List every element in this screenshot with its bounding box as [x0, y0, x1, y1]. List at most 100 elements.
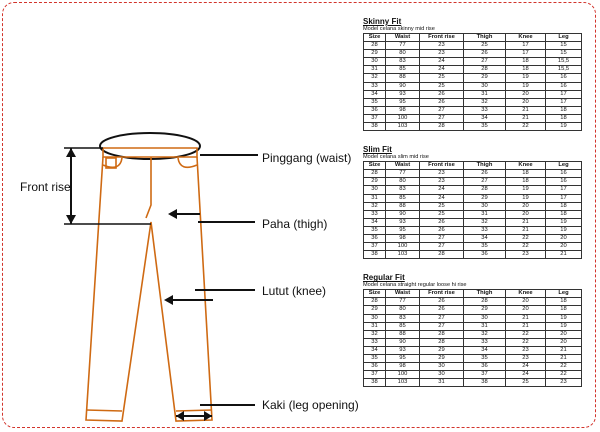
table-cell: 28 [419, 122, 464, 132]
table-cell: 25 [419, 73, 464, 83]
table-cell: 98 [385, 362, 420, 372]
leg-opening-pointer [176, 404, 255, 421]
table-cell: 29 [463, 193, 506, 203]
table-cell: 30 [463, 313, 506, 323]
table-cell: 21 [505, 217, 546, 227]
column-header: Size [363, 32, 386, 43]
section-subtitle: Model celana straight regular loose hi r… [363, 282, 467, 289]
table-cell: 95 [385, 225, 420, 235]
thigh-label: Paha (thigh) [262, 217, 328, 231]
table-cell: 36 [463, 362, 506, 372]
table-cell: 20 [505, 201, 546, 211]
column-header: Waist [385, 32, 420, 43]
table-cell: 17 [505, 49, 546, 59]
table-cell: 22 [505, 122, 546, 132]
table-cell: 35 [463, 242, 506, 252]
table-cell: 20 [505, 97, 546, 107]
column-header: Thigh [463, 289, 506, 299]
table-cell: 37 [363, 370, 386, 380]
section-subtitle: Model celana slim mid rise [363, 154, 429, 161]
table-cell: 90 [385, 337, 420, 347]
table-cell: 24 [419, 57, 464, 67]
table-cell: 23 [505, 250, 546, 260]
table-cell: 88 [385, 73, 420, 83]
column-header: Front rise [419, 289, 464, 299]
table-cell: 33 [363, 337, 386, 347]
table-cell: 30 [363, 57, 386, 67]
column-header: Leg [545, 289, 582, 299]
table-cell: 20 [505, 209, 546, 219]
knee-pointer [164, 289, 255, 305]
table-cell: 19 [505, 73, 546, 83]
table-cell: 30 [363, 313, 386, 323]
table-cell: 85 [385, 193, 420, 203]
table-cell: 22 [545, 362, 582, 372]
table-cell: 21 [545, 345, 582, 356]
table-cell: 31 [419, 378, 464, 388]
table-cell: 25 [463, 41, 506, 51]
table-cell: 36 [363, 105, 386, 115]
column-header: Leg [545, 32, 582, 43]
table-cell: 15 [545, 49, 582, 59]
column-header: Knee [505, 161, 546, 171]
table-cell: 27 [463, 57, 506, 67]
leg-opening-label: Kaki (leg opening) [262, 398, 359, 412]
table-cell: 18 [545, 305, 582, 315]
table-cell: 22 [505, 329, 546, 339]
table-cell: 17 [505, 41, 546, 51]
column-header: Knee [505, 32, 546, 43]
table-cell: 32 [463, 217, 506, 227]
table-cell: 34 [463, 113, 506, 124]
column-header: Waist [385, 289, 420, 299]
table-cell: 85 [385, 321, 420, 331]
table-cell: 34 [363, 217, 386, 227]
table-cell: 29 [419, 353, 464, 364]
table-cell: 28 [363, 41, 386, 51]
table-cell: 21 [505, 321, 546, 331]
column-header: Size [363, 161, 386, 171]
table-cell: 98 [385, 233, 420, 244]
table-cell: 26 [419, 89, 464, 99]
table-cell: 38 [363, 378, 386, 388]
table-cell: 29 [363, 305, 386, 315]
table-cell: 27 [419, 105, 464, 115]
table-cell: 80 [385, 305, 420, 315]
table-cell: 30 [363, 185, 386, 195]
waist-ellipse [99, 132, 201, 160]
column-header: Leg [545, 161, 582, 171]
section-title: Regular Fit [363, 273, 405, 283]
table-cell: 16 [545, 177, 582, 187]
table-cell: 28 [463, 65, 506, 75]
table-cell: 26 [419, 297, 464, 307]
table-cell: 22 [505, 242, 546, 252]
table-cell: 24 [505, 370, 546, 380]
column-header: Knee [505, 289, 546, 299]
section-title: Slim Fit [363, 145, 392, 155]
table-cell: 26 [419, 305, 464, 315]
table-cell: 28 [363, 169, 386, 179]
table-cell: 21 [505, 105, 546, 115]
table-cell: 100 [385, 242, 420, 252]
table-cell: 17 [545, 193, 582, 203]
table-cell: 77 [385, 169, 420, 179]
table-cell: 27 [419, 313, 464, 323]
table-cell: 17 [545, 97, 582, 107]
table-cell: 26 [419, 217, 464, 227]
table-cell: 23 [505, 353, 546, 364]
table-cell: 32 [363, 201, 386, 211]
table-cell: 93 [385, 89, 420, 99]
